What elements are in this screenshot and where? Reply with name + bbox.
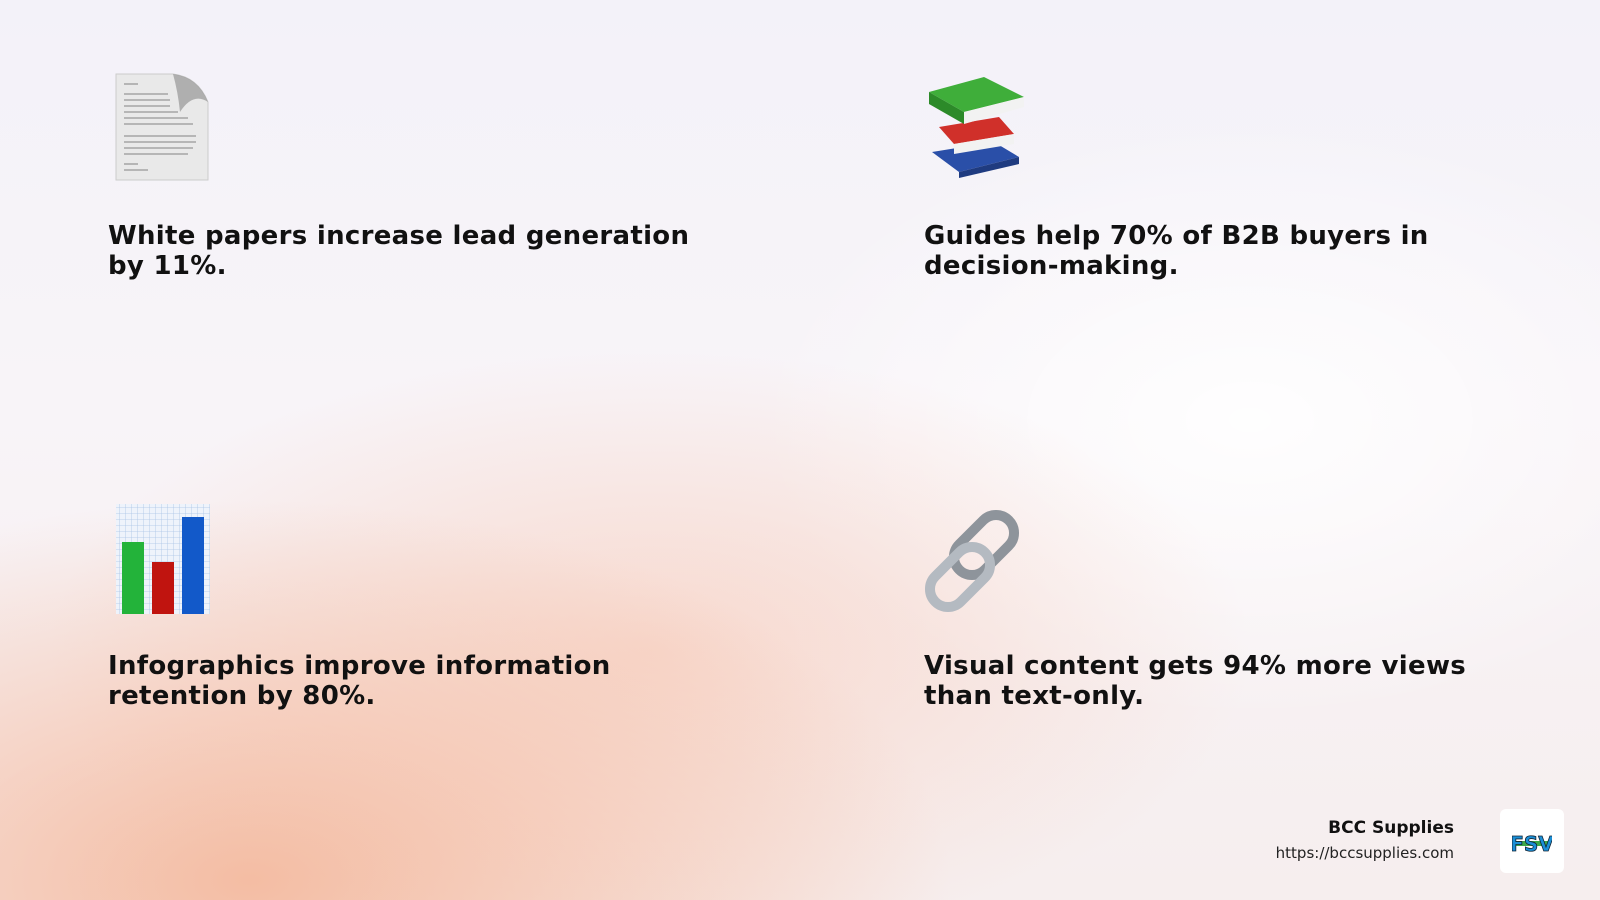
- brand-footer: BCC Supplies https://bccsupplies.com: [1276, 818, 1454, 862]
- brand-logo: FSV: [1500, 809, 1564, 873]
- books-icon: [929, 77, 1024, 178]
- brand-url[interactable]: https://bccsupplies.com: [1275, 844, 1454, 862]
- stat-card-guides: Guides help 70% of B2B buyers in decisio…: [924, 72, 1524, 281]
- page-curl-document-icon: [115, 73, 209, 181]
- logo-icon: FSV: [1512, 832, 1552, 857]
- stat-text: White papers increase lead generation by…: [108, 221, 690, 281]
- svg-text:FSV: FSV: [1512, 832, 1552, 856]
- stat-card-visual-content: Visual content gets 94% more views than …: [924, 502, 1524, 711]
- stat-text: Infographics improve information retenti…: [108, 651, 611, 711]
- brand-name: BCC Supplies: [1328, 818, 1454, 838]
- link-icon: [924, 509, 1020, 613]
- bar-chart-icon: [116, 504, 210, 614]
- stat-card-infographics: Infographics improve information retenti…: [108, 502, 708, 711]
- stat-card-white-papers: White papers increase lead generation by…: [108, 72, 708, 281]
- stat-text: Visual content gets 94% more views than …: [924, 651, 1467, 711]
- stat-text: Guides help 70% of B2B buyers in decisio…: [924, 221, 1429, 281]
